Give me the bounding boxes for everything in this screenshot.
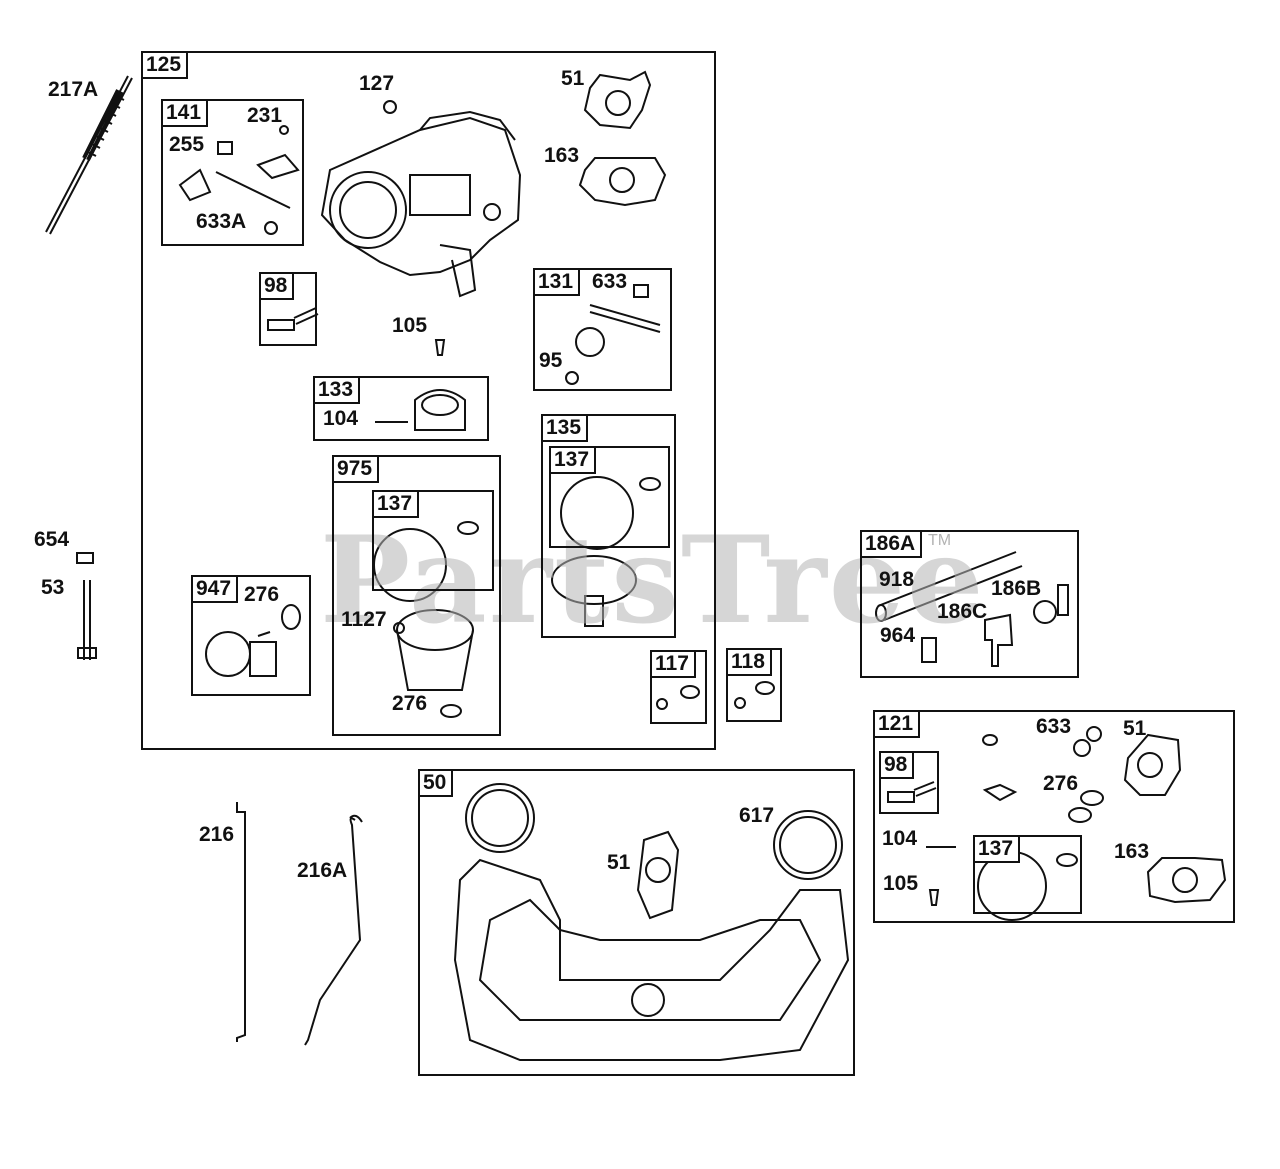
box-label-141: 141	[163, 101, 209, 127]
box-137-in-135: 137	[549, 446, 670, 548]
callout-633-in-121: 633	[1036, 715, 1072, 738]
callout-186B: 186B	[991, 577, 1042, 600]
box-label-135: 135	[543, 416, 589, 442]
parts-117	[656, 685, 700, 710]
box-label-947: 947	[193, 577, 239, 603]
callout-633A: 633A	[196, 210, 247, 233]
stud-53	[76, 552, 97, 660]
gasket-51	[583, 70, 652, 130]
governor-rod-216	[236, 802, 246, 1042]
parts-118	[734, 681, 775, 709]
pump-body-135	[551, 555, 637, 627]
callout-654: 654	[34, 528, 70, 551]
callout-633-in-131: 633	[592, 270, 628, 293]
hose-186A	[875, 551, 1069, 667]
box-label-975: 975	[334, 457, 380, 483]
callout-617: 617	[739, 804, 775, 827]
callout-105-top: 105	[392, 314, 428, 337]
callout-255: 255	[169, 133, 205, 156]
trademark-mark: TM	[928, 532, 952, 549]
box-98-in-121: 98	[879, 751, 939, 814]
callout-105-in-121: 105	[883, 872, 919, 895]
callout-163-in-121: 163	[1114, 840, 1150, 863]
intake-manifold-50	[453, 783, 850, 1061]
box-135: 135	[541, 414, 676, 638]
solenoid-947	[205, 604, 301, 677]
box-label-137-in-135: 137	[551, 448, 597, 474]
float-133	[375, 389, 466, 431]
callout-51-in-121: 51	[1123, 717, 1147, 740]
box-118: 118	[726, 648, 782, 722]
box-50: 50	[418, 769, 855, 1076]
box-137-in-121: 137	[973, 835, 1082, 914]
callout-95: 95	[539, 349, 563, 372]
float-bowl-975	[393, 609, 474, 718]
callout-231: 231	[247, 104, 283, 127]
callout-918: 918	[879, 568, 915, 591]
box-label-137-in-121: 137	[975, 837, 1021, 863]
parts-121	[887, 726, 1227, 906]
box-label-98-in-121: 98	[881, 753, 915, 779]
gasket-137a	[560, 476, 634, 550]
box-label-98-top: 98	[261, 274, 295, 300]
o-ring-127	[383, 100, 397, 114]
callout-217A: 217A	[48, 78, 99, 101]
box-label-50: 50	[420, 771, 454, 797]
box-975: 975	[332, 455, 501, 736]
box-label-125: 125	[143, 53, 189, 79]
box-133: 133	[313, 376, 489, 441]
governor-rod-216A	[304, 817, 362, 1046]
box-947: 947	[191, 575, 311, 696]
box-label-121: 121	[875, 712, 921, 738]
callout-276-in-947: 276	[244, 583, 280, 606]
gasket-137b	[373, 528, 447, 602]
callout-964: 964	[880, 624, 916, 647]
callout-216A: 216A	[297, 859, 348, 882]
callout-53: 53	[41, 576, 65, 599]
box-186A: 186A	[860, 530, 1079, 678]
box-label-117: 117	[652, 652, 696, 678]
callout-276-in-975: 276	[392, 692, 428, 715]
carburetor-body	[320, 110, 522, 298]
box-label-118: 118	[728, 650, 772, 676]
callout-51-top: 51	[561, 67, 585, 90]
shaft-131	[565, 284, 661, 385]
box-label-133: 133	[315, 378, 361, 404]
box-141: 141	[161, 99, 304, 246]
callout-104-in-133: 104	[323, 407, 359, 430]
box-121: 121	[873, 710, 1235, 923]
callout-127: 127	[359, 72, 395, 95]
callout-216: 216	[199, 823, 235, 846]
callout-276-in-121: 276	[1043, 772, 1079, 795]
spring-rod-217A	[45, 75, 133, 235]
callout-163-top: 163	[544, 144, 580, 167]
callout-186C: 186C	[937, 600, 988, 623]
box-125: 125	[141, 51, 716, 750]
box-98-top: 98	[259, 272, 317, 346]
needle-105a	[434, 339, 446, 356]
screw-spring-98a	[267, 307, 319, 331]
callout-51-in-50: 51	[607, 851, 631, 874]
box-117: 117	[650, 650, 707, 724]
box-label-137-in-975: 137	[374, 492, 420, 518]
throttle-parts-141	[178, 125, 300, 235]
box-137-in-975: 137	[372, 490, 494, 591]
gasket-163	[578, 157, 667, 207]
box-131: 131	[533, 268, 672, 391]
box-label-186A: 186A	[862, 532, 923, 558]
callout-104-in-121: 104	[882, 827, 918, 850]
callout-1127: 1127	[341, 608, 387, 631]
box-label-131: 131	[535, 270, 581, 296]
